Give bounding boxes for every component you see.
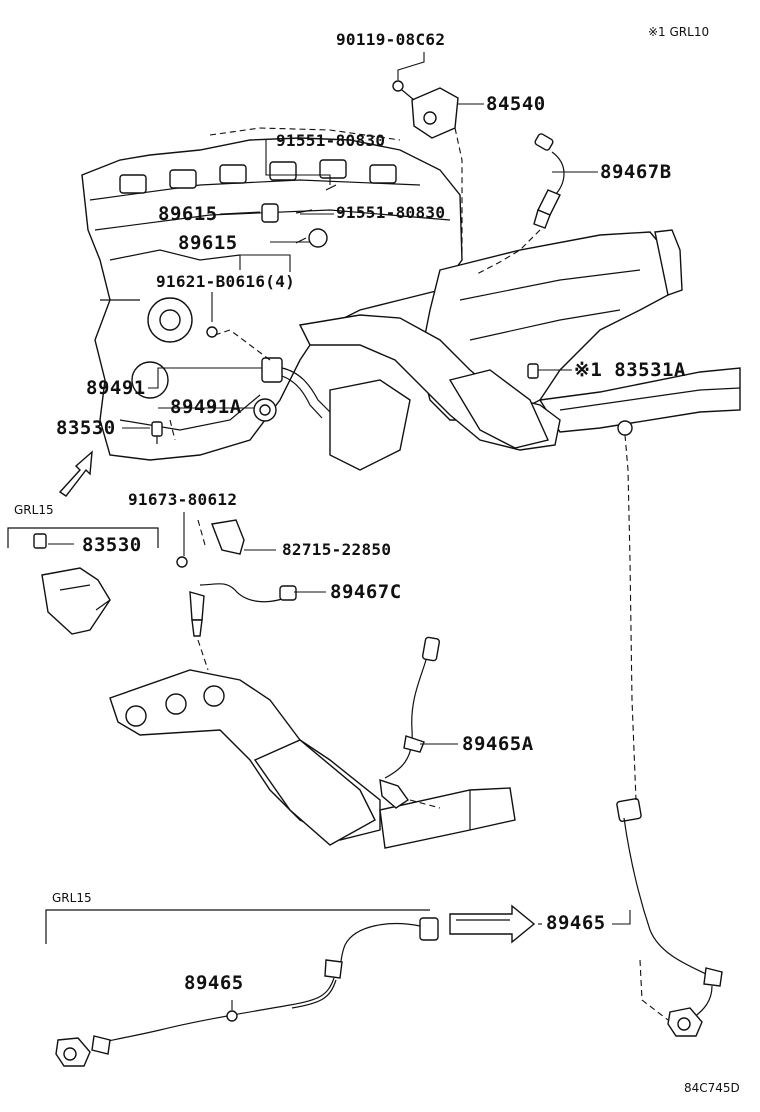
label-grl15-bottom: GRL15: [52, 891, 92, 905]
label-82715-22850: 82715-22850: [282, 540, 392, 559]
assembly-lines: [169, 127, 669, 1021]
label-90119-08c62: 90119-08C62: [336, 30, 446, 49]
label-89465-right: 89465: [546, 912, 606, 934]
grl15-bracket-bottom: [45, 909, 430, 944]
oxygen-sensor-89465a: [379, 636, 441, 809]
oil-pressure-switch: [151, 421, 163, 444]
label-89465-left: 89465: [184, 972, 244, 994]
label-83531a: ※1 83531A: [574, 359, 686, 381]
label-91551-80830-mid: 91551-80830: [336, 203, 446, 222]
engine-block: [81, 127, 463, 461]
label-91551-80830-top: 91551-80830: [276, 131, 386, 150]
front-exhaust-pipe: [298, 314, 561, 471]
exhaust-manifold-cat: [109, 669, 516, 849]
oxygen-sensor-89467b: [533, 133, 565, 229]
label-89491a: 89491A: [170, 396, 242, 418]
label-89615-top: 89615: [158, 203, 218, 225]
label-84540: 84540: [486, 93, 546, 115]
label-91621-b0616: 91621-B0616(4): [156, 272, 296, 291]
leader-lines: [48, 52, 631, 1010]
label-89467c: 89467C: [330, 581, 402, 603]
label-91673-80612: 91673-80612: [128, 490, 238, 509]
oxygen-sensor-89465-bottom: [55, 917, 439, 1067]
grl15-inset-switch: [7, 527, 159, 635]
oxygen-sensor-89467c: [176, 519, 297, 637]
label-83530-inset: 83530: [82, 534, 142, 556]
cam-position-sensor: [206, 326, 331, 422]
oxygen-sensor-89465-right: [616, 798, 723, 1037]
direction-arrow: [58, 450, 93, 497]
knock-sensors: [261, 184, 337, 248]
header-note: ※1 GRL10: [648, 25, 710, 39]
label-89491: 89491: [86, 377, 146, 399]
label-89467b: 89467B: [600, 161, 672, 183]
throttle-position-sensor: [392, 80, 459, 139]
temp-switch-83531a: [527, 363, 633, 436]
diagram-code: 84C745D: [684, 1081, 740, 1095]
label-grl15-top: GRL15: [14, 503, 54, 517]
label-89465a: 89465A: [462, 733, 534, 755]
label-83530-engine: 83530: [56, 417, 116, 439]
label-89615-bottom: 89615: [178, 232, 238, 254]
right-arrow: [449, 904, 536, 944]
